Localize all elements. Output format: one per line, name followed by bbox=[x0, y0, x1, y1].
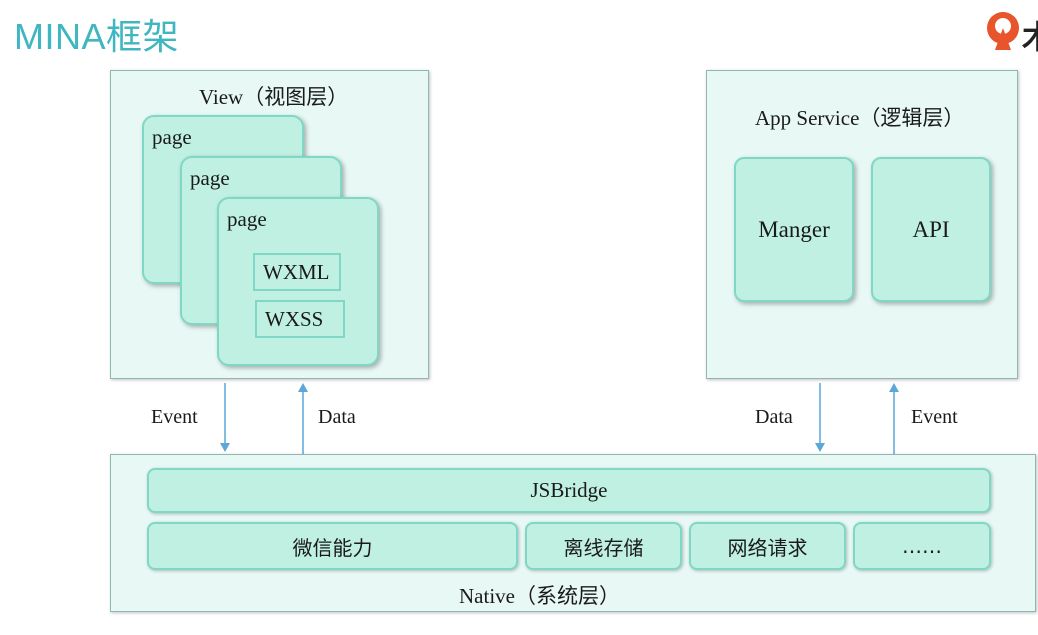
app-data-label: Data bbox=[755, 406, 793, 428]
page-card-3: page WXML WXSS bbox=[217, 197, 379, 366]
jsbridge-bar: JSBridge bbox=[147, 468, 991, 513]
capability-more: …… bbox=[853, 522, 991, 570]
view-event-arrow bbox=[220, 383, 230, 452]
manager-box: Manger bbox=[734, 157, 854, 302]
page-card-label: page bbox=[190, 166, 230, 190]
wxss-box: WXSS bbox=[255, 300, 345, 338]
app-event-label: Event bbox=[911, 406, 958, 428]
view-data-label: Data bbox=[318, 406, 356, 428]
page-card-label: page bbox=[152, 125, 192, 149]
page-title: MINA框架 bbox=[14, 16, 180, 57]
capability-network-request: 网络请求 bbox=[689, 522, 846, 570]
view-event-label: Event bbox=[151, 406, 198, 428]
brand-logo-glyph: 木 bbox=[1022, 12, 1038, 58]
page-card-label: page bbox=[227, 207, 267, 231]
native-layer-label: Native（系统层） bbox=[459, 584, 620, 608]
capability-wechat: 微信能力 bbox=[147, 522, 518, 570]
view-layer-label: View（视图层） bbox=[199, 85, 349, 109]
app-event-arrow bbox=[889, 383, 899, 454]
brand-logo-icon bbox=[987, 12, 1019, 50]
wxml-box: WXML bbox=[253, 253, 341, 291]
app-data-arrow bbox=[815, 383, 825, 452]
app-service-label: App Service（逻辑层） bbox=[755, 106, 965, 130]
view-data-arrow bbox=[298, 383, 308, 454]
api-box: API bbox=[871, 157, 991, 302]
capability-offline-storage: 离线存储 bbox=[525, 522, 682, 570]
